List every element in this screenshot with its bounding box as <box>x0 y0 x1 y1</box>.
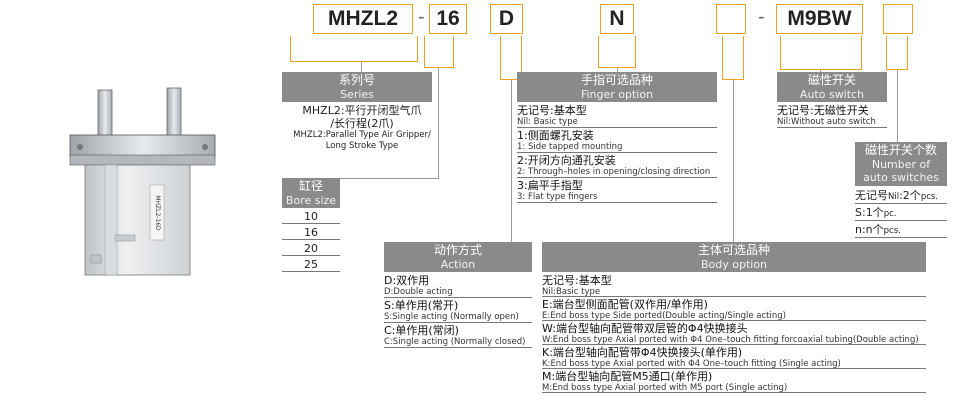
bracket-bore <box>424 36 454 68</box>
code-bore: 16 <box>429 4 467 34</box>
switch-count-header: 磁性开关个数 Number of auto switches <box>855 142 947 186</box>
series-header: 系列号 Series <box>282 72 432 102</box>
finger-header: 手指可选品种 Finger option <box>517 72 717 102</box>
switch-count-item: 无记号Nil:2个pcs. <box>855 188 947 204</box>
connector-bore-h <box>310 178 439 179</box>
connector-bore-v <box>438 68 439 178</box>
air-gripper-illustration: MHZL2-16D <box>69 87 216 276</box>
code-finger: N <box>600 4 634 34</box>
connector-auto-switch <box>820 70 821 72</box>
code-body-option <box>716 4 746 34</box>
bore-value: 10 <box>282 209 340 224</box>
series-description: MHZL2:平行开闭型气爪 /长行程(2爪) MHZL2:Parallel Ty… <box>293 104 431 151</box>
product-image: MHZL2-16D <box>55 85 230 285</box>
bore-value: 20 <box>282 241 340 256</box>
connector-body <box>733 80 734 242</box>
body-item: M:端台型轴向配管M5通口(单作用) M:End boss type Axial… <box>542 370 926 393</box>
code-switch-count <box>883 4 913 34</box>
bore-header: 缸径 Bore size <box>282 178 340 208</box>
finger-item: 无记号:基本型 Nil: Basic type <box>517 104 717 128</box>
body-item: 无记号:基本型 Nil:Basic type <box>542 274 926 297</box>
code-dash-1: - <box>418 6 425 28</box>
auto-switch-item: 无记号:无磁性开关 Nil:Without auto switch <box>777 104 887 128</box>
bore-value: 16 <box>282 225 340 240</box>
bracket-action <box>500 36 522 80</box>
connector-finger <box>617 68 618 72</box>
body-header: 主体可选品种 Body option <box>542 242 926 272</box>
finger-item: 2:开闭方向通孔安装 2: Through–holes in opening/c… <box>517 154 717 178</box>
bracket-switch-count <box>886 36 908 70</box>
bracket-finger <box>598 36 636 68</box>
finger-item: 1:侧面螺孔安装 1: Side tapped mounting <box>517 129 717 153</box>
code-auto-switch: M9BW <box>776 4 863 34</box>
code-action: D <box>490 4 523 34</box>
body-item: E:端台型侧面配管(双作用/单作用) E:End boss type Side … <box>542 298 926 321</box>
code-dash-2: - <box>758 6 765 28</box>
switch-count-item: S:1个pc. <box>855 205 947 221</box>
body-item: W:端台型轴向配管带双层管的Φ4快换接头 W:End boss type Axi… <box>542 322 926 345</box>
product-label: MHZL2-16D <box>154 195 161 231</box>
bore-value: 25 <box>282 257 340 272</box>
auto-switch-header: 磁性开关 Auto switch <box>777 72 887 102</box>
action-header: 动作方式 Action <box>384 242 532 272</box>
connector-switch-count <box>897 70 898 142</box>
finger-item: 3:扁平手指型 3: Flat type fingers <box>517 179 717 203</box>
bracket-body <box>722 36 744 80</box>
body-item: K:端台型轴向配管带Φ4快换接头(单作用) K:End boss type Ax… <box>542 346 926 369</box>
bracket-series <box>290 36 418 62</box>
connector-series <box>361 62 362 72</box>
action-item: C:单作用(常闭) C:Single acting (Normally clos… <box>384 324 532 348</box>
switch-count-item: n:n个pcs. <box>855 222 947 238</box>
action-item: S:单作用(常开) S:Single acting (Normally open… <box>384 299 532 323</box>
action-item: D:双作用 D:Double acting <box>384 274 532 298</box>
bracket-auto-switch <box>780 36 862 70</box>
code-series: MHZL2 <box>313 4 413 34</box>
connector-action <box>511 80 512 242</box>
